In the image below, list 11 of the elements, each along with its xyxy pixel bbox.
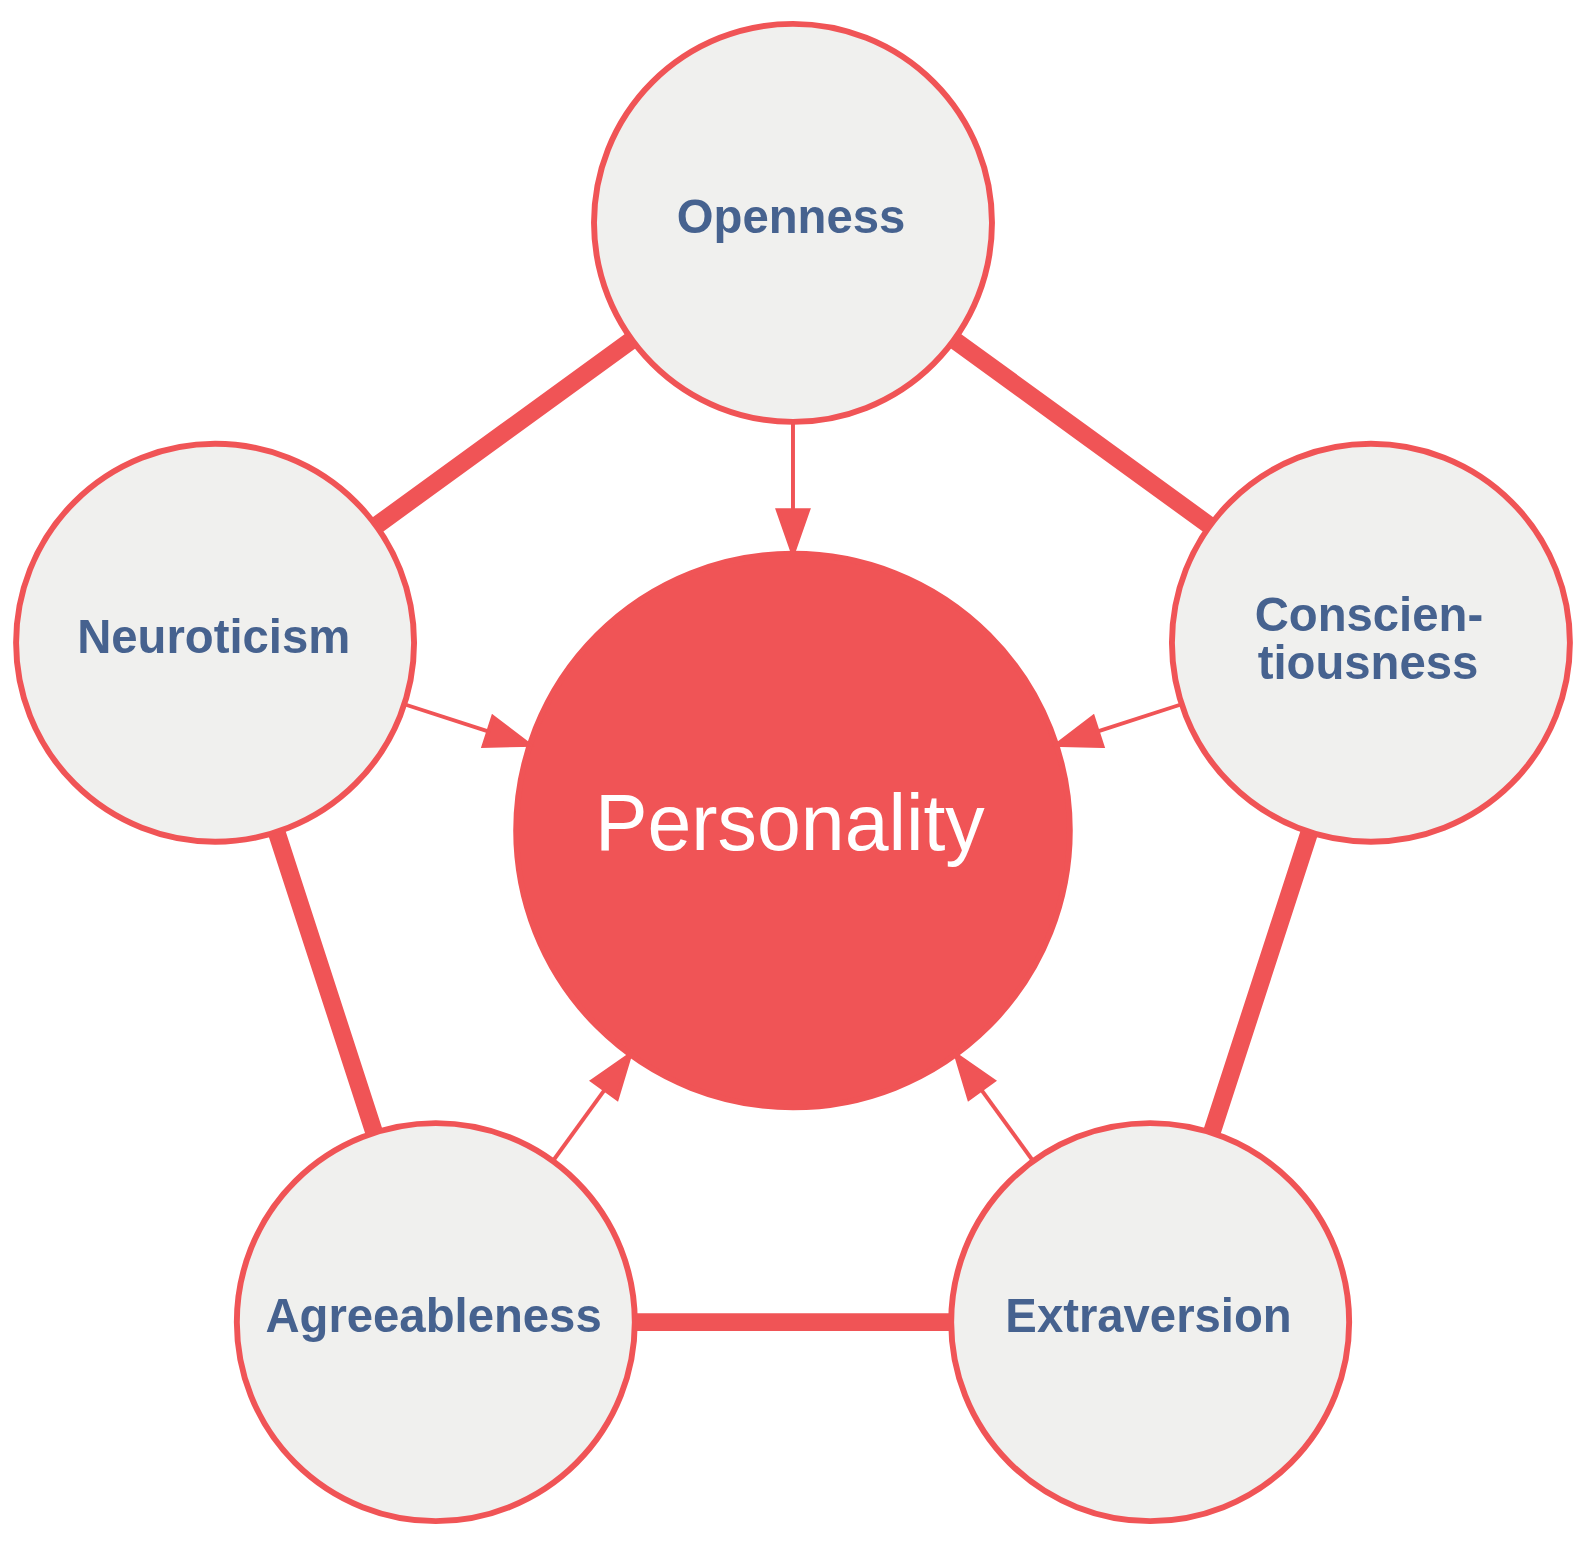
node-circle: Conscien- tiousness <box>1168 440 1573 845</box>
node-circle: Openness <box>591 20 995 425</box>
node-circle: Agreeableness <box>233 1119 638 1524</box>
node-circle: Neuroticism <box>13 440 418 845</box>
connector <box>268 829 383 1135</box>
connector <box>1203 829 1318 1135</box>
connector <box>635 1312 951 1331</box>
connector <box>949 332 1215 533</box>
node-circle: Extraversion <box>948 1119 1353 1524</box>
connector <box>371 332 637 532</box>
node-circle: Personality <box>513 550 1073 1110</box>
